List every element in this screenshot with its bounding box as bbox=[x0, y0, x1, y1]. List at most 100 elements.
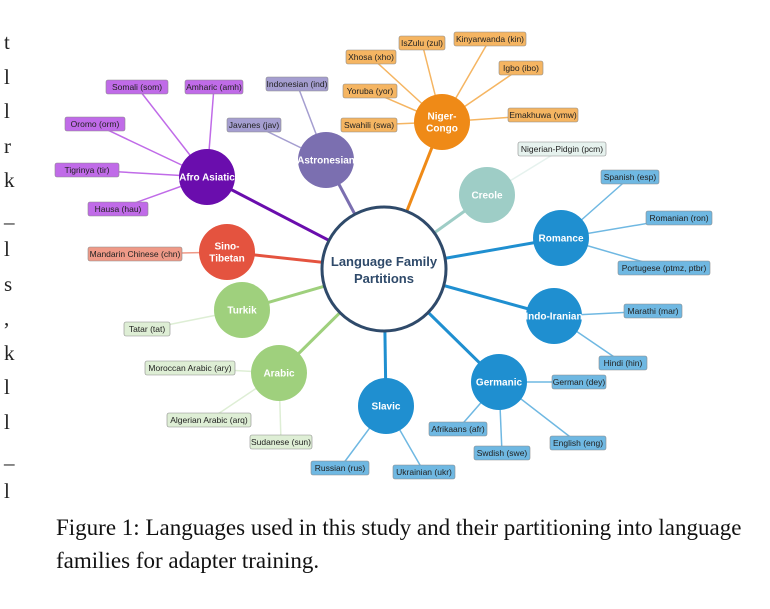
family-label: Sino- bbox=[215, 242, 240, 253]
leaf-box bbox=[473, 445, 531, 461]
leaf-box bbox=[507, 107, 579, 123]
leaf-box bbox=[87, 246, 183, 262]
family-label: Arabic bbox=[263, 369, 295, 380]
family-label: Romance bbox=[538, 234, 583, 245]
leaf-label: Swdish (swe) bbox=[477, 448, 528, 458]
family-circle bbox=[459, 167, 515, 223]
leaf-spanish-esp: Spanish (esp) bbox=[600, 169, 660, 185]
family-circle bbox=[199, 224, 255, 280]
leaf-tatar-tat: Tatar (tat) bbox=[123, 321, 171, 337]
leaf-swdish-swe: Swdish (swe) bbox=[473, 445, 531, 461]
leaf-box bbox=[551, 374, 607, 390]
leaf-label: Hausa (hau) bbox=[95, 204, 142, 214]
leaf-algerian-arabic-arq: Algerian Arabic (arq) bbox=[166, 412, 252, 428]
family-circle bbox=[214, 282, 270, 338]
leaf-label: Xhosa (xho) bbox=[348, 52, 394, 62]
leaf-label: Ukrainian (ukr) bbox=[396, 467, 452, 477]
leaf-hausa-hau: Hausa (hau) bbox=[87, 201, 149, 217]
leaf-label: Igbo (ibo) bbox=[503, 63, 539, 73]
margin-letter: k bbox=[4, 340, 15, 365]
margin-letter: l bbox=[4, 375, 10, 399]
leaf-label: Marathi (mar) bbox=[627, 306, 678, 316]
leaf-iszulu-zul: IsZulu (zul) bbox=[398, 35, 446, 51]
leaf-label: German (dey) bbox=[553, 377, 606, 387]
family-node-germanic: Germanic bbox=[471, 354, 527, 410]
margin-letter: t bbox=[4, 30, 10, 54]
leaf-box bbox=[105, 79, 169, 95]
leaf-label: Javanes (jav) bbox=[229, 120, 280, 130]
family-node-arabic: Arabic bbox=[251, 345, 307, 401]
leaf-box bbox=[600, 169, 660, 185]
margin-letter: l bbox=[4, 237, 10, 261]
family-circle bbox=[414, 94, 470, 150]
leaf-german-dey: German (dey) bbox=[551, 374, 607, 390]
leaf-english-eng: English (eng) bbox=[549, 435, 607, 451]
family-circle bbox=[471, 354, 527, 410]
leaf-box bbox=[453, 31, 527, 47]
leaf-kinyarwanda-kin: Kinyarwanda (kin) bbox=[453, 31, 527, 47]
family-label: Niger- bbox=[428, 112, 457, 123]
margin-letter: l bbox=[4, 409, 10, 434]
leaf-box bbox=[184, 79, 244, 95]
margin-letter: l bbox=[4, 99, 10, 123]
family-label: Creole bbox=[471, 191, 503, 202]
leaf-label: Romanian (ron) bbox=[649, 213, 708, 223]
family-label: Astronesian bbox=[297, 156, 355, 167]
family-node-sino-tibetan: Sino-Tibetan bbox=[199, 224, 255, 280]
leaf-yoruba-yor: Yoruba (yor) bbox=[342, 83, 398, 99]
leaf-igbo-ibo: Igbo (ibo) bbox=[498, 60, 544, 76]
leaf-oromo-orm: Oromo (orm) bbox=[64, 116, 126, 132]
leaf-label: Mandarin Chinese (chn) bbox=[90, 249, 181, 259]
leaf-label: Yoruba (yor) bbox=[347, 86, 394, 96]
leaf-moroccan-arabic-ary: Moroccan Arabic (ary) bbox=[144, 360, 236, 376]
family-circle bbox=[179, 149, 235, 205]
leaf-amharic-amh: Amharic (amh) bbox=[184, 79, 244, 95]
leaf-emakhuwa-vmw: Emakhuwa (vmw) bbox=[507, 107, 579, 123]
margin-letter: l bbox=[4, 64, 10, 89]
leaf-romanian-ron: Romanian (ron) bbox=[645, 210, 713, 226]
center-label-line1: Language Family bbox=[331, 254, 438, 269]
leaf-label: Swahili (swa) bbox=[344, 120, 394, 130]
leaf-tigrinya-tir: Tigrinya (tir) bbox=[54, 162, 120, 178]
leaf-label: Algerian Arabic (arq) bbox=[170, 415, 248, 425]
family-circle bbox=[298, 132, 354, 188]
family-node-niger-congo: Niger-Congo bbox=[414, 94, 470, 150]
leaf-javanes-jav: Javanes (jav) bbox=[226, 117, 282, 133]
leaf-sudanese-sun: Sudanese (sun) bbox=[249, 434, 313, 450]
leaf-ukrainian-ukr: Ukrainian (ukr) bbox=[392, 464, 456, 480]
margin-letter: k bbox=[4, 168, 15, 192]
leaf-label: English (eng) bbox=[553, 438, 603, 448]
center-label-line2: Partitions bbox=[354, 271, 414, 286]
language-family-diagram: Somali (som)Amharic (amh)Oromo (orm)Tigr… bbox=[54, 31, 713, 480]
family-node-turkik: Turkik bbox=[214, 282, 270, 338]
leaf-label: Emakhuwa (vmw) bbox=[509, 110, 577, 120]
leaf-label: Oromo (orm) bbox=[71, 119, 120, 129]
figure-caption: Figure 1: Languages used in this study a… bbox=[56, 511, 756, 577]
family-node-romance: Romance bbox=[533, 210, 589, 266]
family-node-afro-asiatic: Afro Asiatic bbox=[179, 149, 235, 205]
margin-letter: l bbox=[4, 478, 10, 503]
leaf-label: IsZulu (zul) bbox=[401, 38, 443, 48]
family-label: Slavic bbox=[372, 402, 401, 413]
family-label: Congo bbox=[426, 124, 458, 135]
leaf-label: Nigerian-Pidgin (pcm) bbox=[521, 144, 603, 154]
leaf-label: Sudanese (sun) bbox=[251, 437, 311, 447]
leaf-label: Kinyarwanda (kin) bbox=[456, 34, 524, 44]
leaf-label: Portugese (ptmz, ptbr) bbox=[622, 263, 707, 273]
leaf-label: Hindi (hin) bbox=[604, 358, 643, 368]
leaf-box bbox=[265, 76, 329, 92]
family-label: Germanic bbox=[476, 378, 523, 389]
family-label: Turkik bbox=[227, 306, 257, 317]
leaf-label: Afrikaans (afr) bbox=[431, 424, 485, 434]
family-label: Afro Asiatic bbox=[179, 173, 235, 184]
family-circle bbox=[526, 288, 582, 344]
margin-letter: _ bbox=[4, 444, 15, 468]
leaf-box bbox=[340, 117, 398, 133]
margin-letter: , bbox=[4, 306, 10, 330]
family-circle bbox=[358, 378, 414, 434]
family-node-creole: Creole bbox=[459, 167, 515, 223]
leaf-label: Indonesian (ind) bbox=[267, 79, 328, 89]
center-circle bbox=[320, 205, 448, 333]
family-node-astronesian: Astronesian bbox=[297, 132, 355, 188]
leaf-xhosa-xho: Xhosa (xho) bbox=[345, 49, 397, 65]
